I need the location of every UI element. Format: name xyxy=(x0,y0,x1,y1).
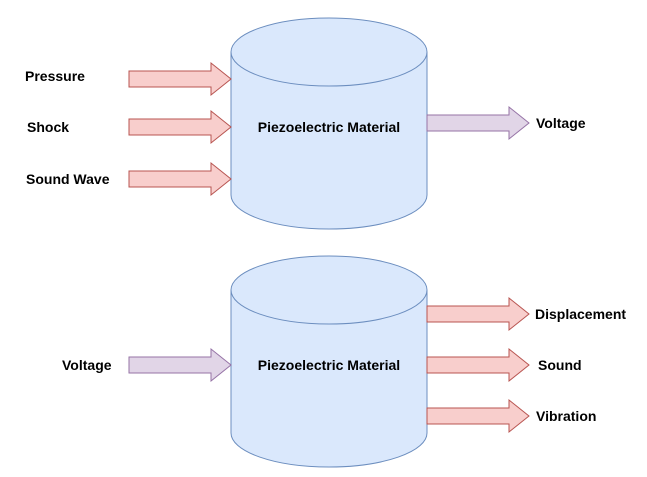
arrow-shock[interactable] xyxy=(128,109,232,145)
bottom-material-label: Piezoelectric Material xyxy=(257,357,401,373)
input-label-sound-wave: Sound Wave xyxy=(26,171,110,187)
input-label-shock: Shock xyxy=(27,119,70,135)
bottom-cylinder-body xyxy=(230,290,428,468)
arrow-displacement[interactable] xyxy=(426,296,530,332)
input-label-voltage: Voltage xyxy=(62,357,112,373)
top-cylinder-body xyxy=(230,52,428,230)
arrow-sound[interactable] xyxy=(426,347,530,383)
output-label-displacement: Displacement xyxy=(535,306,627,322)
output-label-vibration: Vibration xyxy=(536,408,597,424)
top-cylinder[interactable] xyxy=(230,17,428,230)
output-label-voltage: Voltage xyxy=(536,115,586,131)
top-cylinder-lid xyxy=(230,17,428,87)
arrow-pressure[interactable] xyxy=(128,61,232,97)
top-material-label: Piezoelectric Material xyxy=(257,119,401,135)
arrow-vibration[interactable] xyxy=(426,398,530,434)
input-label-pressure: Pressure xyxy=(25,68,85,84)
output-label-sound: Sound xyxy=(538,357,582,373)
bottom-cylinder[interactable] xyxy=(230,255,428,468)
arrow-sound-wave[interactable] xyxy=(128,161,232,197)
bottom-cylinder-lid xyxy=(230,255,428,325)
arrow-voltage-in[interactable] xyxy=(128,347,232,383)
arrow-voltage-out[interactable] xyxy=(426,105,530,141)
